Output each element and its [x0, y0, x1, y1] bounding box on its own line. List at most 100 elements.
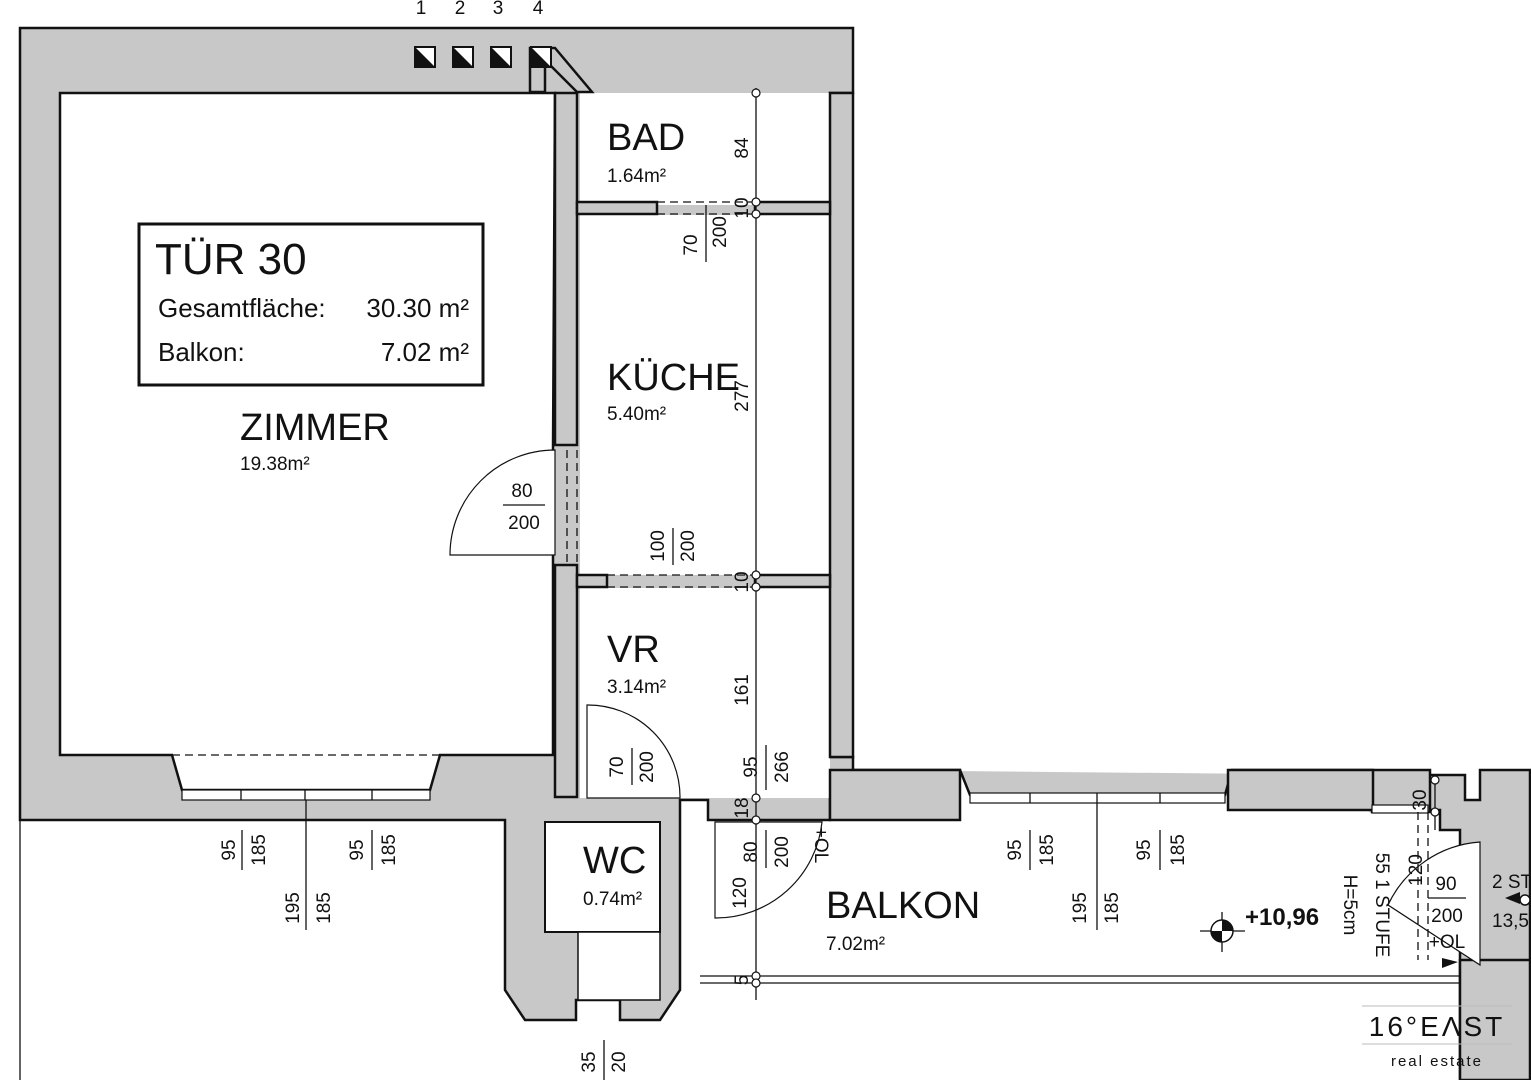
- dim-kueche-wall: 10: [732, 571, 753, 592]
- dim-win1-b: 185: [249, 834, 270, 866]
- balcony-area-value: 7.02 m²: [381, 337, 469, 367]
- brand-logo: 16°EΛST real estate: [1362, 1005, 1512, 1070]
- shaft-3-icon: [490, 46, 512, 68]
- room-vr-area: 3.14m²: [607, 677, 666, 698]
- dim-win1-d: 185: [314, 892, 335, 924]
- logo-brand: 16°EΛST: [1369, 1011, 1506, 1042]
- stair-height: H=5cm: [1339, 875, 1360, 936]
- dim-vr-95: 95: [741, 756, 762, 777]
- balcony-rail: [19, 820, 1460, 1080]
- wall-bad-kueche: [575, 200, 659, 216]
- room-bad-area: 1.64m²: [607, 166, 666, 187]
- wall-balcony-edge: [1458, 958, 1531, 1080]
- balcony-area-label: Balkon:: [158, 337, 245, 367]
- dim-win3-c: 195: [1070, 892, 1091, 924]
- dim-win4-b: 185: [1168, 834, 1189, 866]
- logo-sub: real estate: [1391, 1053, 1483, 1070]
- total-area-label: Gesamtfläche:: [158, 293, 326, 323]
- dim-edge-b: 13,5: [1492, 911, 1529, 932]
- dim-kueche-door-w: 100: [648, 530, 669, 562]
- dim-win4-a: 95: [1134, 839, 1155, 860]
- dim-vr-height: 161: [732, 674, 753, 706]
- wall-partition-upper: [553, 91, 579, 447]
- dim-right-200: 200: [1431, 906, 1463, 927]
- dim-bad-height: 84: [732, 137, 753, 159]
- arrow-left-icon: [1505, 892, 1520, 904]
- dim-wc-35: 35: [579, 1051, 600, 1072]
- level-marker-icon: [1200, 912, 1245, 952]
- shaft-2-label: 2: [455, 0, 466, 19]
- level-value: +10,96: [1245, 904, 1319, 931]
- dim-zimmer-door-w: 80: [511, 481, 532, 502]
- stair-steps: 55 1 STUFE: [1371, 853, 1392, 958]
- kueche-floor: [580, 215, 830, 575]
- room-wc-area: 0.74m²: [583, 889, 642, 910]
- total-area-value: 30.30 m²: [366, 293, 469, 323]
- dim-bad-door-w: 70: [681, 234, 702, 255]
- dim-wc-20: 20: [609, 1051, 630, 1072]
- room-kueche-name: KÜCHE: [607, 357, 740, 399]
- room-balkon-name: BALKON: [826, 885, 980, 927]
- unit-number: TÜR 30: [155, 235, 307, 284]
- dim-right-90: 90: [1435, 874, 1456, 895]
- shafts: 1 2 3 4: [414, 0, 552, 68]
- dim-right-30: 30: [1410, 789, 1431, 810]
- room-wc-name: WC: [583, 840, 646, 882]
- door-wc: [586, 704, 681, 799]
- room-labels: ZIMMER 19.38m² BAD 1.64m² KÜCHE 5.40m² V…: [240, 117, 980, 955]
- dim-vr-door-h: 200: [637, 751, 658, 783]
- wall-kueche-vr: [575, 573, 609, 589]
- arrow-right-icon: [1442, 958, 1458, 968]
- dim-balcony-5: 5: [732, 975, 753, 986]
- room-kueche-area: 5.40m²: [607, 404, 666, 425]
- dim-zimmer-door-h: 200: [508, 513, 540, 534]
- wall-kueche-vr-2: [753, 573, 832, 589]
- shaft-1-icon: [414, 46, 436, 68]
- shaft-3-label: 3: [493, 0, 504, 19]
- wall-balcony-mid: [1226, 768, 1375, 812]
- dim-win1-a: 95: [219, 839, 240, 860]
- dim-win1-c: 195: [283, 892, 304, 924]
- dim-win3-a: 95: [1005, 839, 1026, 860]
- dim-kueche-door-h: 200: [678, 530, 699, 562]
- window-small: [1371, 804, 1429, 814]
- dim-bad-door-h: 200: [710, 216, 731, 248]
- dim-balcony-door-w: 80: [741, 841, 762, 862]
- dim-win3-b: 185: [1037, 834, 1058, 866]
- door-balcony: [714, 821, 823, 919]
- dim-win2-a: 95: [347, 839, 368, 860]
- wall-partition-lower: [553, 563, 579, 799]
- wc-niche: [577, 931, 661, 1001]
- title-box: TÜR 30 Gesamtfläche: 30.30 m² Balkon: 7.…: [137, 222, 485, 387]
- dim-edge-a: 2 ST: [1492, 872, 1531, 893]
- room-zimmer-name: ZIMMER: [240, 407, 390, 449]
- wc-floor: [544, 821, 661, 933]
- dim-win2-b: 185: [379, 834, 400, 866]
- dim-right-ol: +OL: [1429, 932, 1465, 953]
- shaft-1-label: 1: [416, 0, 427, 19]
- shaft-2-icon: [452, 46, 474, 68]
- shaft-4-icon: [530, 46, 552, 68]
- wall-right: [828, 91, 855, 759]
- doors: [449, 201, 1481, 967]
- dim-bad-wall: 10: [732, 197, 753, 218]
- dim-vr-266: 266: [772, 751, 793, 783]
- dim-kueche-height: 277: [732, 380, 753, 412]
- room-balkon-area: 7.02m²: [826, 934, 885, 955]
- dim-win3-d: 185: [1102, 892, 1123, 924]
- dim-balcony-door-ol: +OL: [810, 827, 831, 863]
- room-bad-name: BAD: [607, 117, 685, 159]
- door-zimmer: [449, 449, 556, 556]
- room-zimmer-area: 19.38m²: [240, 454, 310, 475]
- wall-balcony-left: [828, 768, 962, 822]
- bad-floor: [580, 93, 830, 205]
- shaft-4-label: 4: [533, 0, 544, 19]
- wall-bad-kueche-2: [753, 200, 832, 216]
- room-vr-name: VR: [607, 629, 660, 671]
- dim-vr-door-w: 70: [607, 756, 628, 777]
- dim-vr-18: 18: [732, 797, 753, 818]
- door-stair: [1387, 841, 1481, 967]
- dim-balcony-door-120: 120: [730, 877, 751, 909]
- dim-balcony-door-h: 200: [772, 836, 793, 868]
